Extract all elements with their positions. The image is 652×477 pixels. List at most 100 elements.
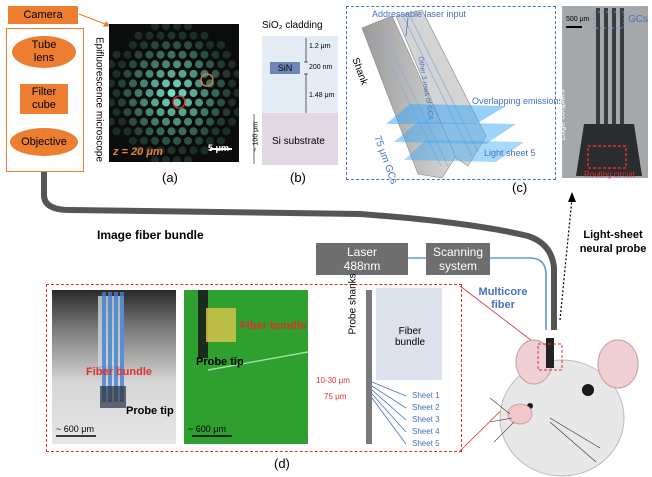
edge-couplers-label: Edge couplers bbox=[557, 89, 567, 141]
fiber-core-dots bbox=[109, 24, 239, 162]
cladding-label: SiO₂ cladding bbox=[262, 20, 323, 31]
core-dot bbox=[167, 127, 176, 136]
photo1-fiber-label: Fiber bundle bbox=[86, 366, 152, 378]
core-dot bbox=[151, 98, 159, 107]
core-dot bbox=[156, 69, 165, 78]
highlight-ring bbox=[172, 95, 186, 109]
scanning-box: Scanning system bbox=[426, 243, 490, 275]
sheet-lines bbox=[371, 381, 407, 445]
core-dot bbox=[233, 69, 239, 78]
core-dot bbox=[222, 69, 231, 78]
thickness-marks bbox=[253, 38, 308, 164]
photo2-fiber-label: Fiber bundle bbox=[240, 320, 306, 332]
core-dot bbox=[217, 98, 225, 107]
core-dot bbox=[134, 88, 143, 97]
probe-shanks-label: Probe shanks bbox=[347, 273, 359, 335]
core-dot bbox=[151, 117, 159, 126]
other-rows-label: Other 3 rows of GCs bbox=[416, 55, 435, 121]
core-dot bbox=[217, 79, 225, 88]
core-dot bbox=[167, 88, 176, 97]
core-dot bbox=[134, 127, 143, 136]
laser-input-label: Addressable laser input bbox=[372, 9, 467, 19]
core-dot bbox=[195, 117, 203, 126]
core-dot bbox=[145, 146, 154, 155]
core-dot bbox=[123, 50, 132, 59]
core-dot bbox=[145, 31, 154, 40]
sheet-label: Sheet 3 bbox=[412, 415, 440, 424]
core-dot bbox=[162, 155, 170, 162]
core-dot bbox=[140, 136, 148, 145]
core-dot bbox=[162, 41, 170, 50]
core-dot bbox=[151, 136, 159, 145]
photo2-drawing bbox=[184, 290, 308, 444]
probe-photo-2 bbox=[184, 290, 308, 444]
sheet-label: Sheet 5 bbox=[412, 439, 440, 448]
core-dot bbox=[173, 117, 181, 126]
z-depth-label: z = 20 μm bbox=[113, 146, 163, 158]
sheet-label: Sheet 2 bbox=[412, 403, 440, 412]
probe-arrow-line bbox=[559, 197, 573, 321]
core-dot bbox=[145, 88, 154, 97]
core-dot bbox=[189, 108, 198, 117]
photo1-drawing bbox=[56, 292, 126, 437]
panel-d-label: (d) bbox=[274, 456, 290, 471]
photo1-scale: ~ 600 μm bbox=[56, 424, 94, 434]
core-dot bbox=[195, 60, 203, 69]
core-dot bbox=[211, 108, 220, 117]
laser-box: Laser 488nm bbox=[316, 243, 408, 275]
overlap-label: Overlapping emissions bbox=[472, 96, 564, 106]
gap1-label: 10-30 μm bbox=[316, 376, 350, 385]
fiber-bundle-block bbox=[376, 288, 442, 380]
core-dot bbox=[134, 50, 143, 59]
highlight-ring bbox=[200, 73, 214, 87]
core-dot bbox=[145, 69, 154, 78]
core-dot bbox=[211, 127, 220, 136]
core-dot bbox=[233, 108, 239, 117]
core-dot bbox=[173, 79, 181, 88]
core-dot bbox=[206, 41, 214, 50]
core-dot bbox=[167, 50, 176, 59]
core-dot bbox=[118, 117, 126, 126]
core-dot bbox=[134, 31, 143, 40]
core-dot bbox=[129, 98, 137, 107]
multicore-label: Multicore fiber bbox=[478, 286, 528, 312]
probe-title: Light-sheet neural probe bbox=[579, 229, 647, 256]
core-dot bbox=[189, 31, 198, 40]
core-dot bbox=[228, 79, 236, 88]
objective: Objective bbox=[10, 128, 78, 156]
core-dot bbox=[173, 136, 181, 145]
core-dot bbox=[195, 98, 203, 107]
core-dot bbox=[189, 69, 198, 78]
core-dot bbox=[123, 88, 132, 97]
image-fiber-label: Image fiber bundle bbox=[97, 228, 204, 242]
core-dot bbox=[206, 60, 214, 69]
core-dot bbox=[162, 98, 170, 107]
thickness-bottom: 1.48 μm bbox=[309, 92, 335, 99]
core-dot bbox=[156, 146, 165, 155]
camera-box: Camera bbox=[8, 6, 78, 24]
core-dot bbox=[173, 60, 181, 69]
core-dot bbox=[129, 79, 137, 88]
core-dot bbox=[167, 31, 176, 40]
core-dot bbox=[173, 98, 181, 107]
core-dot bbox=[217, 117, 225, 126]
core-dot bbox=[156, 88, 165, 97]
fluorescence-image bbox=[109, 24, 239, 162]
panel-c-frame bbox=[346, 6, 556, 180]
gcs-label: GCs bbox=[628, 14, 648, 25]
shank-bar bbox=[366, 290, 372, 444]
core-dot bbox=[123, 108, 132, 117]
sheet5-label: Light sheet 5 bbox=[484, 148, 536, 158]
core-dot bbox=[211, 50, 220, 59]
core-dot bbox=[156, 108, 165, 117]
micrograph-drawing bbox=[562, 6, 648, 178]
core-dot bbox=[228, 98, 236, 107]
core-dot bbox=[228, 60, 236, 69]
core-dot bbox=[123, 127, 132, 136]
core-dot bbox=[109, 60, 115, 69]
core-dot bbox=[162, 136, 170, 145]
core-dot bbox=[123, 69, 132, 78]
core-dot bbox=[167, 146, 176, 155]
core-dot bbox=[178, 146, 187, 155]
core-dot bbox=[162, 79, 170, 88]
